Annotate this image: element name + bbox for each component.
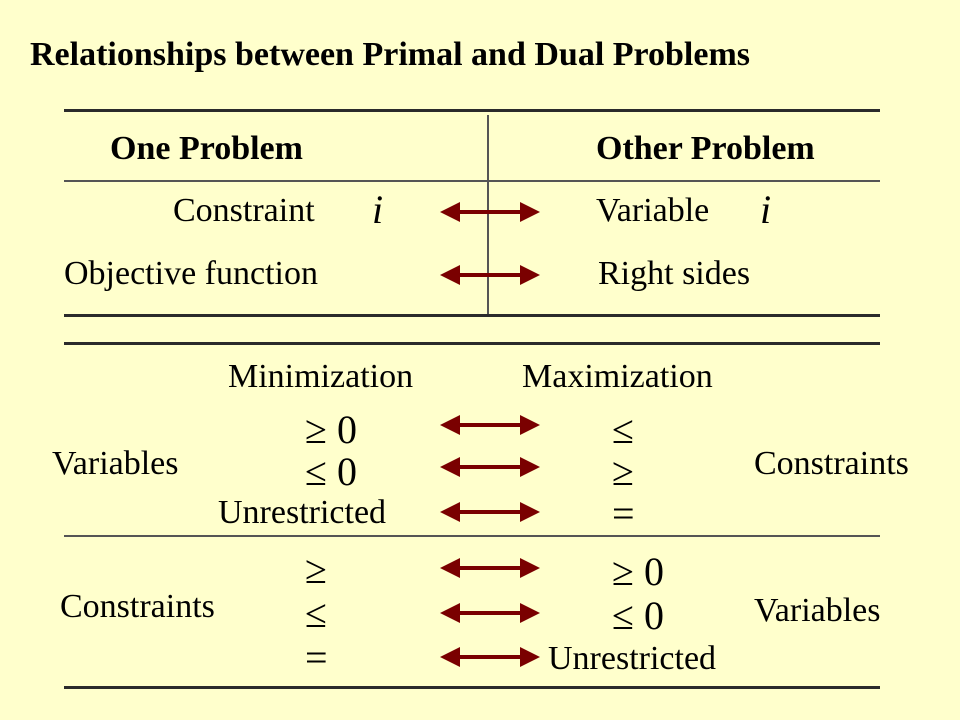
section2-left-label: Constraints bbox=[60, 588, 215, 625]
section1-right-item: ≤ bbox=[612, 407, 634, 452]
table2-top-rule bbox=[64, 342, 880, 345]
variable-index-symbol: i bbox=[760, 187, 772, 232]
header-one-problem: One Problem bbox=[110, 130, 303, 167]
table2-section-rule bbox=[64, 535, 880, 537]
constraint-index-symbol: i bbox=[372, 187, 384, 232]
section1-left-label: Variables bbox=[52, 445, 179, 482]
section2-right-item: ≤ 0 bbox=[612, 593, 664, 638]
section1-right-label: Constraints bbox=[754, 445, 909, 482]
row-right-sides: Right sides bbox=[598, 255, 751, 292]
section2-left-item: ≤ bbox=[305, 591, 327, 636]
section2-left-item: ≥ bbox=[305, 547, 327, 592]
section2-left-item: = bbox=[305, 635, 328, 680]
section1-left-item: Unrestricted bbox=[218, 494, 387, 531]
row-objective-function: Objective function bbox=[64, 255, 318, 292]
table1-bottom-rule bbox=[64, 314, 880, 317]
table1-header-rule bbox=[64, 180, 880, 182]
header-maximization: Maximization bbox=[522, 358, 713, 395]
row-variable-label: Variable bbox=[596, 192, 710, 229]
section1-right-item: = bbox=[612, 491, 635, 536]
section1-left-item: ≥ 0 bbox=[305, 407, 357, 452]
section2-right-item: ≥ 0 bbox=[612, 549, 664, 594]
header-minimization: Minimization bbox=[228, 358, 414, 395]
table2-bottom-rule bbox=[64, 686, 880, 689]
section1-left-item: ≤ 0 bbox=[305, 449, 357, 494]
section2-right-item: Unrestricted bbox=[548, 640, 717, 677]
section2-right-label: Variables bbox=[754, 592, 881, 629]
table1-top-rule bbox=[64, 109, 880, 112]
row-constraint-label: Constraint bbox=[173, 192, 315, 229]
section1-right-item: ≥ bbox=[612, 449, 634, 494]
header-other-problem: Other Problem bbox=[596, 130, 815, 167]
page-title: Relationships between Primal and Dual Pr… bbox=[30, 36, 751, 73]
